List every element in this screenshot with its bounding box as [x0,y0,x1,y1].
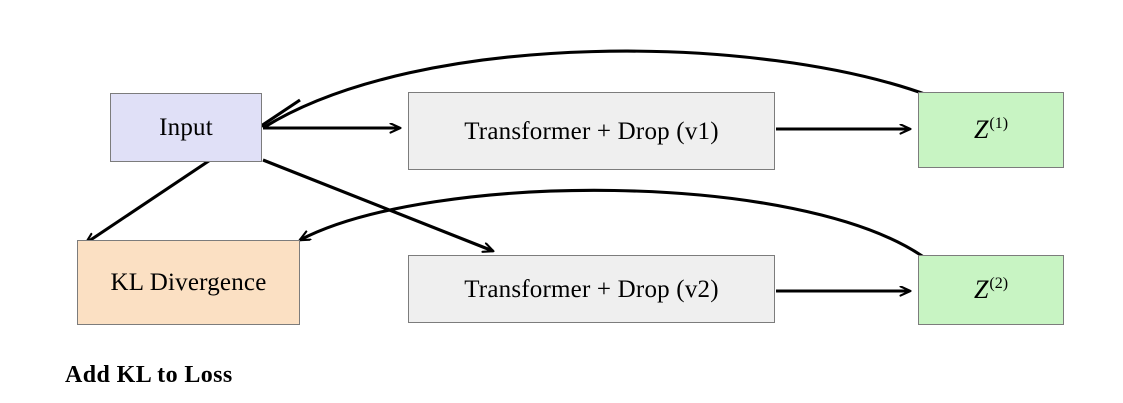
node-kl-divergence-label: KL Divergence [110,269,267,296]
edge-z2-to-kl [300,188,926,260]
node-transformer-v1: Transformer + Drop (v1) [408,92,775,170]
node-z2: Z(2) [918,255,1064,325]
node-z1-superscript: (1) [989,115,1009,133]
node-z1-base: Z [973,115,989,144]
node-z2-base: Z [973,275,989,304]
edge-z1-to-kl [86,98,301,243]
node-input: Input [110,93,262,162]
edge-input-to-z1 [262,49,931,130]
node-z2-label: Z(2) [974,275,1008,305]
node-transformer-v2-label: Transformer + Drop (v2) [464,275,719,303]
edge-input-to-transformer-v2 [262,158,493,251]
node-z1: Z(1) [918,92,1064,168]
figure-caption: Add KL to Loss [65,362,233,388]
node-transformer-v1-label: Transformer + Drop (v1) [464,117,719,145]
node-kl-divergence: KL Divergence [77,240,300,325]
node-transformer-v2: Transformer + Drop (v2) [408,255,775,323]
node-input-label: Input [159,114,213,141]
node-z2-superscript: (2) [989,275,1009,293]
node-z1-label: Z(1) [974,115,1008,145]
